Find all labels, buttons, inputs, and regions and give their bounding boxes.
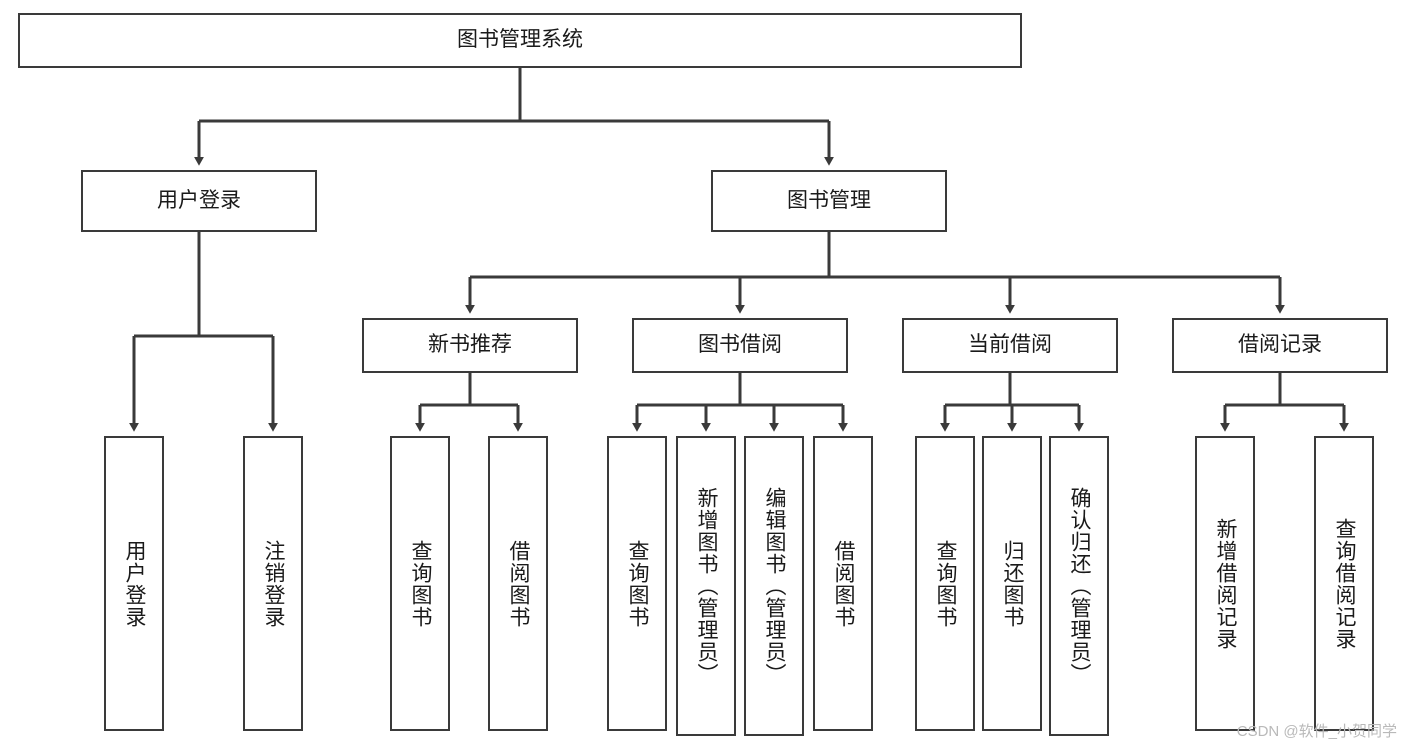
node-root[interactable]: 图书管理系统 xyxy=(18,13,1022,68)
leaf-query-book-current[interactable]: 查询图书 xyxy=(915,436,975,731)
leaf-add-book-admin-label: 新增图书（管理员） xyxy=(695,487,719,685)
leaf-user-login-label: 用户登录 xyxy=(123,539,147,628)
node-borrow-record[interactable]: 借阅记录 xyxy=(1172,318,1388,373)
leaf-borrow-book-recommend-label: 借阅图书 xyxy=(507,539,531,628)
node-book-management[interactable]: 图书管理 xyxy=(711,170,947,232)
leaf-query-book-borrow[interactable]: 查询图书 xyxy=(607,436,667,731)
leaf-add-book-admin[interactable]: 新增图书（管理员） xyxy=(676,436,736,736)
node-book-management-label: 图书管理 xyxy=(787,188,871,212)
node-user-login-label: 用户登录 xyxy=(157,188,241,212)
node-current-borrow-label: 当前借阅 xyxy=(968,333,1052,357)
leaf-query-borrow-record[interactable]: 查询借阅记录 xyxy=(1314,436,1374,731)
node-root-label: 图书管理系统 xyxy=(457,28,583,52)
node-user-login[interactable]: 用户登录 xyxy=(81,170,317,232)
leaf-confirm-return-admin[interactable]: 确认归还（管理员） xyxy=(1049,436,1109,736)
leaf-edit-book-admin[interactable]: 编辑图书（管理员） xyxy=(744,436,804,736)
leaf-query-book-current-label: 查询图书 xyxy=(934,539,958,628)
node-new-book-recommendation[interactable]: 新书推荐 xyxy=(362,318,578,373)
node-book-borrow[interactable]: 图书借阅 xyxy=(632,318,848,373)
leaf-borrow-book-recommend[interactable]: 借阅图书 xyxy=(488,436,548,731)
leaf-add-borrow-record-label: 新增借阅记录 xyxy=(1214,517,1238,650)
node-current-borrow[interactable]: 当前借阅 xyxy=(902,318,1118,373)
node-new-book-recommendation-label: 新书推荐 xyxy=(428,333,512,357)
leaf-logout-label: 注销登录 xyxy=(262,539,286,628)
leaf-query-book-recommend-label: 查询图书 xyxy=(409,539,433,628)
leaf-query-book-borrow-label: 查询图书 xyxy=(626,539,650,628)
leaf-add-borrow-record[interactable]: 新增借阅记录 xyxy=(1195,436,1255,731)
node-borrow-record-label: 借阅记录 xyxy=(1238,333,1322,357)
node-book-borrow-label: 图书借阅 xyxy=(698,333,782,357)
leaf-logout[interactable]: 注销登录 xyxy=(243,436,303,731)
leaf-query-book-recommend[interactable]: 查询图书 xyxy=(390,436,450,731)
leaf-borrow-book[interactable]: 借阅图书 xyxy=(813,436,873,731)
leaf-borrow-book-label: 借阅图书 xyxy=(832,539,856,628)
leaf-edit-book-admin-label: 编辑图书（管理员） xyxy=(763,487,787,685)
leaf-query-borrow-record-label: 查询借阅记录 xyxy=(1333,517,1357,650)
leaf-user-login[interactable]: 用户登录 xyxy=(104,436,164,731)
leaf-confirm-return-admin-label: 确认归还（管理员） xyxy=(1068,487,1092,685)
leaf-return-book[interactable]: 归还图书 xyxy=(982,436,1042,731)
leaf-return-book-label: 归还图书 xyxy=(1001,539,1025,628)
